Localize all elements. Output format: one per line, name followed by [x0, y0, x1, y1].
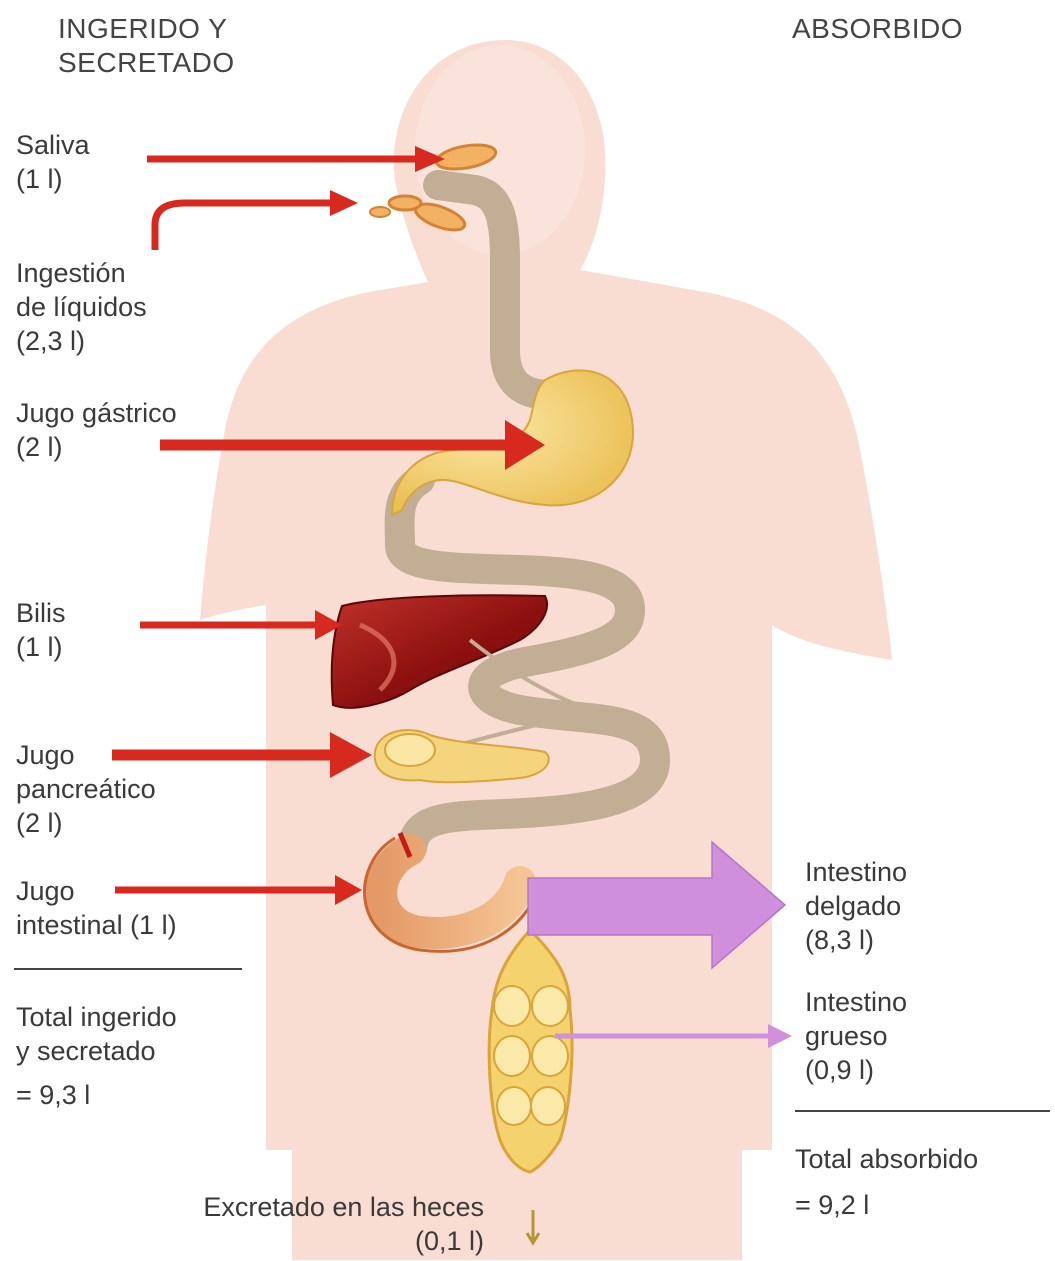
- label-total-absorbed: Total absorbido = 9,2 l: [795, 1142, 978, 1222]
- divider-right: [795, 1110, 1050, 1112]
- label-line: (2 l): [16, 806, 156, 840]
- label-line: = 9,3 l: [16, 1078, 177, 1112]
- label-large-intestine: Intestino grueso (0,9 l): [805, 985, 907, 1087]
- label-pancreatic-juice: Jugo pancreático (2 l): [16, 738, 156, 840]
- divider-left: [14, 968, 242, 970]
- label-small-intestine: Intestino delgado (8,3 l): [805, 855, 907, 957]
- label-line: (0,1 l): [104, 1224, 484, 1258]
- label-line: Excretado en las heces: [104, 1190, 484, 1224]
- label-line: (1 l): [16, 630, 66, 664]
- label-line: (8,3 l): [805, 923, 907, 957]
- label-line: Total ingerido: [16, 1000, 177, 1034]
- label-line: Jugo gástrico: [16, 396, 177, 430]
- label-line: Intestino: [805, 855, 907, 889]
- label-total-ingested: Total ingerido y secretado = 9,3 l: [16, 1000, 177, 1112]
- label-line: Total absorbido: [795, 1142, 978, 1176]
- label-line: (0,9 l): [805, 1053, 907, 1087]
- header-line: INGERIDO Y: [58, 12, 235, 46]
- label-line: (2,3 l): [16, 324, 147, 358]
- label-line: pancreático: [16, 772, 156, 806]
- label-line: Jugo: [16, 738, 156, 772]
- header-line: SECRETADO: [58, 46, 235, 80]
- label-line: = 9,2 l: [795, 1188, 978, 1222]
- label-gastric-juice: Jugo gástrico (2 l): [16, 396, 177, 464]
- label-intestinal-juice: Jugo intestinal (1 l): [16, 874, 177, 942]
- liquid-intake-arrow: [155, 203, 333, 250]
- label-line: grueso: [805, 1019, 907, 1053]
- label-bile: Bilis (1 l): [16, 596, 66, 664]
- label-line: delgado: [805, 889, 907, 923]
- label-line: de líquidos: [16, 290, 147, 324]
- label-line: Bilis: [16, 596, 66, 630]
- label-line: Jugo: [16, 874, 177, 908]
- header-absorbed: ABSORBIDO: [792, 12, 963, 46]
- label-liquid-intake: Ingestión de líquidos (2,3 l): [16, 256, 147, 358]
- header-ingested-secreted: INGERIDO Y SECRETADO: [58, 12, 235, 80]
- label-line: Saliva: [16, 128, 90, 162]
- label-line: Ingestión: [16, 256, 147, 290]
- label-saliva: Saliva (1 l): [16, 128, 90, 196]
- label-excreted: Excretado en las heces (0,1 l): [104, 1190, 484, 1258]
- label-line: (1 l): [16, 162, 90, 196]
- label-line: Intestino: [805, 985, 907, 1019]
- label-line: intestinal (1 l): [16, 908, 177, 942]
- label-line: y secretado: [16, 1034, 177, 1068]
- label-line: (2 l): [16, 430, 177, 464]
